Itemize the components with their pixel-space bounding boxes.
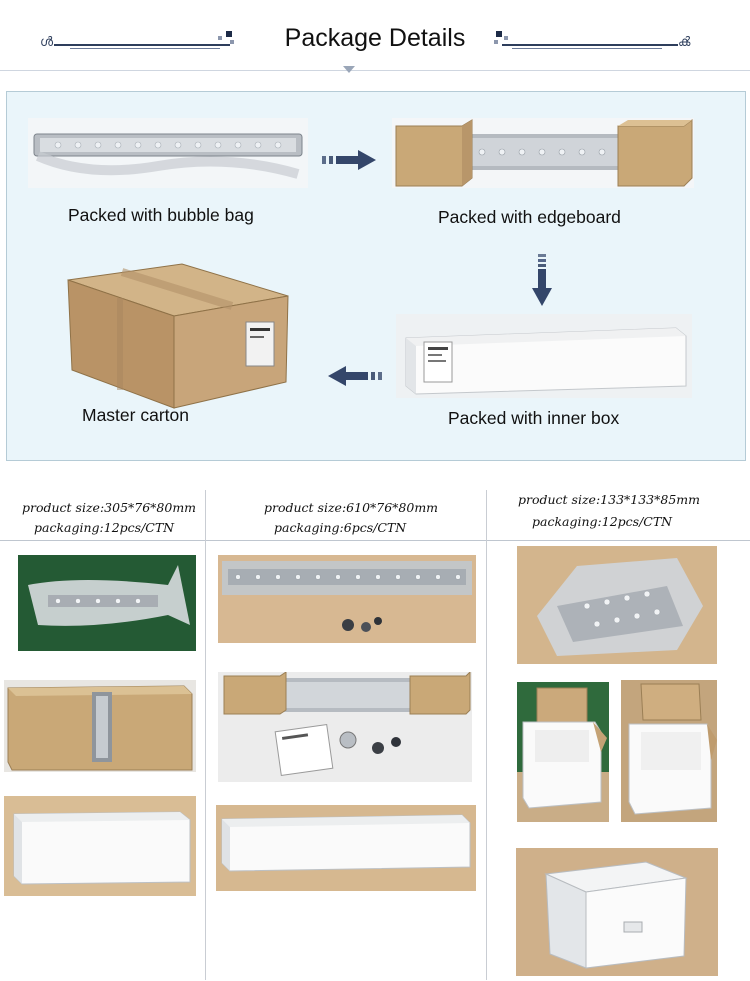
product-3-closed-box-photo xyxy=(516,848,718,976)
packaging-2: packaging:6pcs/CTN xyxy=(274,520,407,535)
product-2-inner-box-photo xyxy=(216,805,476,891)
product-1-inner-box-photo xyxy=(4,796,196,896)
product-1-edgeboard-photo xyxy=(4,680,196,772)
header-ornament-left: ൾ xyxy=(40,30,240,55)
packaging-3: packaging:12pcs/CTN xyxy=(532,514,673,529)
step-label-edgeboard: Packed with edgeboard xyxy=(438,207,621,227)
inner-box-photo xyxy=(396,314,692,398)
arrow-right-icon xyxy=(322,150,376,170)
packaging-1: packaging:12pcs/CTN xyxy=(34,520,175,535)
step-label-master-carton: Master carton xyxy=(82,405,189,425)
page-title: Package Details xyxy=(284,24,466,52)
caret-down-icon xyxy=(343,66,355,73)
edgeboard-photo xyxy=(392,118,694,188)
column-divider xyxy=(486,490,487,980)
scroll-flourish-icon: ൿ xyxy=(678,34,691,49)
product-3-open-box-photo xyxy=(517,682,609,822)
master-carton-photo xyxy=(62,262,292,412)
bubble-bag-photo xyxy=(28,118,308,188)
arrow-left-icon xyxy=(328,366,382,386)
product-size-1: product size:305*76*80mm xyxy=(22,500,197,515)
product-2-edgeboard-photo xyxy=(218,672,472,782)
product-2-bubble-photo xyxy=(218,555,476,643)
product-3-bubble-photo xyxy=(517,546,717,664)
arrow-down-icon xyxy=(532,254,552,306)
product-size-3: product size:133*133*85mm xyxy=(518,492,700,507)
step-label-bubble-bag: Packed with bubble bag xyxy=(68,205,254,225)
section-divider xyxy=(0,540,750,541)
scroll-flourish-icon: ൾ xyxy=(40,34,54,49)
step-label-inner-box: Packed with inner box xyxy=(448,408,620,428)
header-divider xyxy=(0,70,750,71)
product-3-open-box-photo-alt xyxy=(621,680,717,822)
product-size-2: product size:610*76*80mm xyxy=(264,500,439,515)
column-divider xyxy=(205,490,206,980)
product-1-bubble-photo xyxy=(18,555,196,651)
header-ornament-right: ൿ xyxy=(492,30,692,55)
